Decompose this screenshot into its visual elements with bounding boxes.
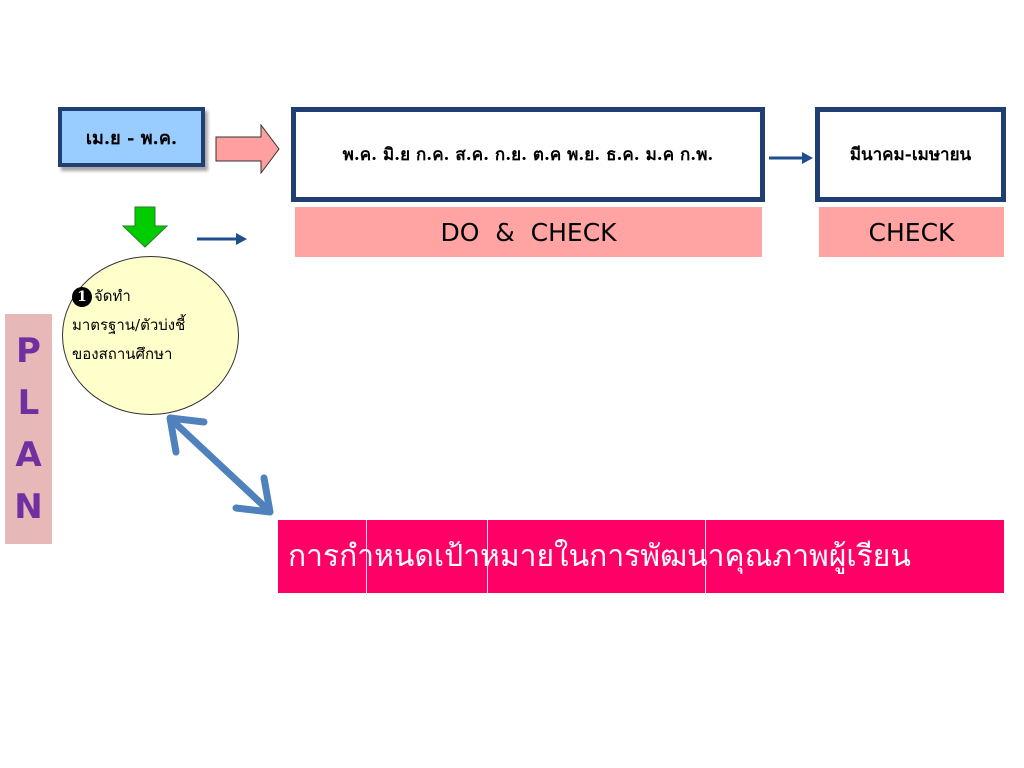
goal-banner: การกำหนดเป้าหมายในการพัฒนาคุณภาพผู้เรียน <box>278 520 1004 593</box>
plan-letter-n: N <box>14 487 43 527</box>
step-number-badge: 1 <box>72 287 92 307</box>
right-arrow-icon <box>769 152 813 164</box>
plan-letter-a: A <box>15 435 42 475</box>
plan-bar: P L A N <box>5 314 52 544</box>
plan-period-box: เม.ย - พ.ค. <box>58 107 205 167</box>
check-period-box: มีนาคม-เมษายน <box>815 107 1006 202</box>
standards-ellipse <box>62 256 239 415</box>
check-period-text: มีนาคม-เมษายน <box>849 145 972 165</box>
check-text: CHECK <box>868 217 955 247</box>
plan-letter-l: L <box>17 383 40 423</box>
do-check-label: DO & CHECK <box>295 207 762 257</box>
plan-period-text: เม.ย - พ.ค. <box>85 127 178 149</box>
banner-divider <box>366 520 367 593</box>
standards-line-2: มาตรฐาน/ตัวบ่งชี้ <box>72 316 186 334</box>
plan-letter-p: P <box>16 331 41 371</box>
right-block-arrow-icon <box>215 124 280 174</box>
standards-line-1-text: จัดทำ <box>94 287 131 305</box>
standards-line-3: ของสถานศึกษา <box>72 345 173 363</box>
goal-banner-text: การกำหนดเป้าหมายในการพัฒนาคุณภาพผู้เรียน <box>288 539 911 574</box>
check-label: CHECK <box>819 207 1004 257</box>
months-box: พ.ค. มิ.ย ก.ค. ส.ค. ก.ย. ต.ค พ.ย. ธ.ค. ม… <box>291 107 765 202</box>
months-text: พ.ค. มิ.ย ก.ค. ส.ค. ก.ย. ต.ค พ.ย. ธ.ค. ม… <box>342 145 714 165</box>
double-arrow-icon <box>166 414 274 516</box>
banner-divider <box>705 520 706 593</box>
down-arrow-icon <box>122 206 168 248</box>
do-check-text: DO & CHECK <box>440 217 617 247</box>
banner-divider <box>487 520 488 593</box>
right-arrow-icon <box>197 233 247 245</box>
